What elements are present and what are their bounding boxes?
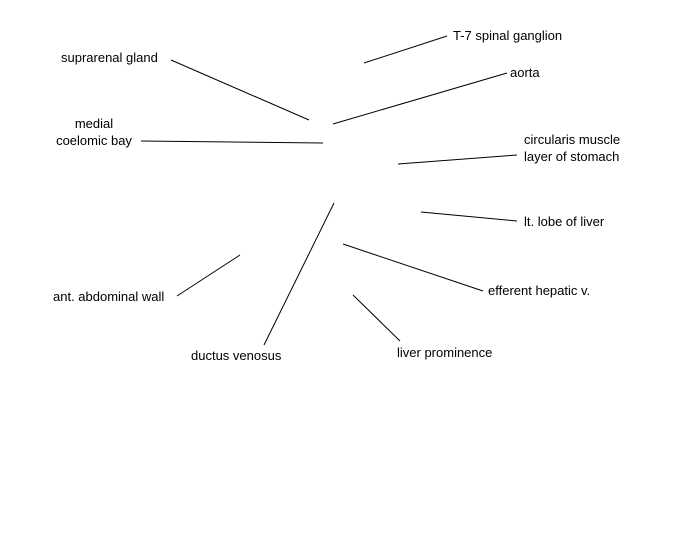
leader-line-efferent-hepatic-v bbox=[342, 243, 484, 292]
label-efferent-hepatic-v: efferent hepatic v. bbox=[488, 283, 591, 298]
label-t7-spinal-ganglion: T-7 spinal ganglion bbox=[453, 28, 563, 43]
label-medial-coelomic-bay-line2: coelomic bay bbox=[56, 133, 132, 148]
leader-line-t7-spinal-ganglion bbox=[363, 35, 448, 64]
label-ductus-venosus: ductus venosus bbox=[191, 348, 282, 363]
label-medial-coelomic-bay: medial coelomic bay bbox=[52, 115, 136, 149]
label-ant-abdominal-wall: ant. abdominal wall bbox=[53, 289, 165, 304]
leader-line-medial-coelomic-bay bbox=[140, 140, 324, 144]
leader-line-circularis-muscle bbox=[397, 154, 518, 165]
label-circularis-line2: layer of stomach bbox=[524, 149, 620, 164]
label-liver-prominence: liver prominence bbox=[397, 345, 493, 360]
leader-line-aorta bbox=[332, 72, 508, 125]
label-circularis-line1: circularis muscle bbox=[524, 132, 621, 147]
leader-line-lt-lobe-of-liver bbox=[420, 211, 518, 222]
leader-line-ant-abdominal-wall bbox=[176, 254, 241, 297]
label-lt-lobe-of-liver: lt. lobe of liver bbox=[524, 214, 605, 229]
label-circularis-muscle: circularis muscle layer of stomach bbox=[524, 131, 620, 165]
label-aorta: aorta bbox=[510, 65, 540, 80]
leader-line-liver-prominence bbox=[352, 294, 401, 342]
label-medial-coelomic-bay-line1: medial bbox=[74, 116, 114, 131]
leader-line-suprarenal-gland bbox=[170, 59, 310, 121]
leader-line-ductus-venosus bbox=[263, 202, 335, 346]
label-suprarenal-gland: suprarenal gland bbox=[61, 50, 158, 65]
